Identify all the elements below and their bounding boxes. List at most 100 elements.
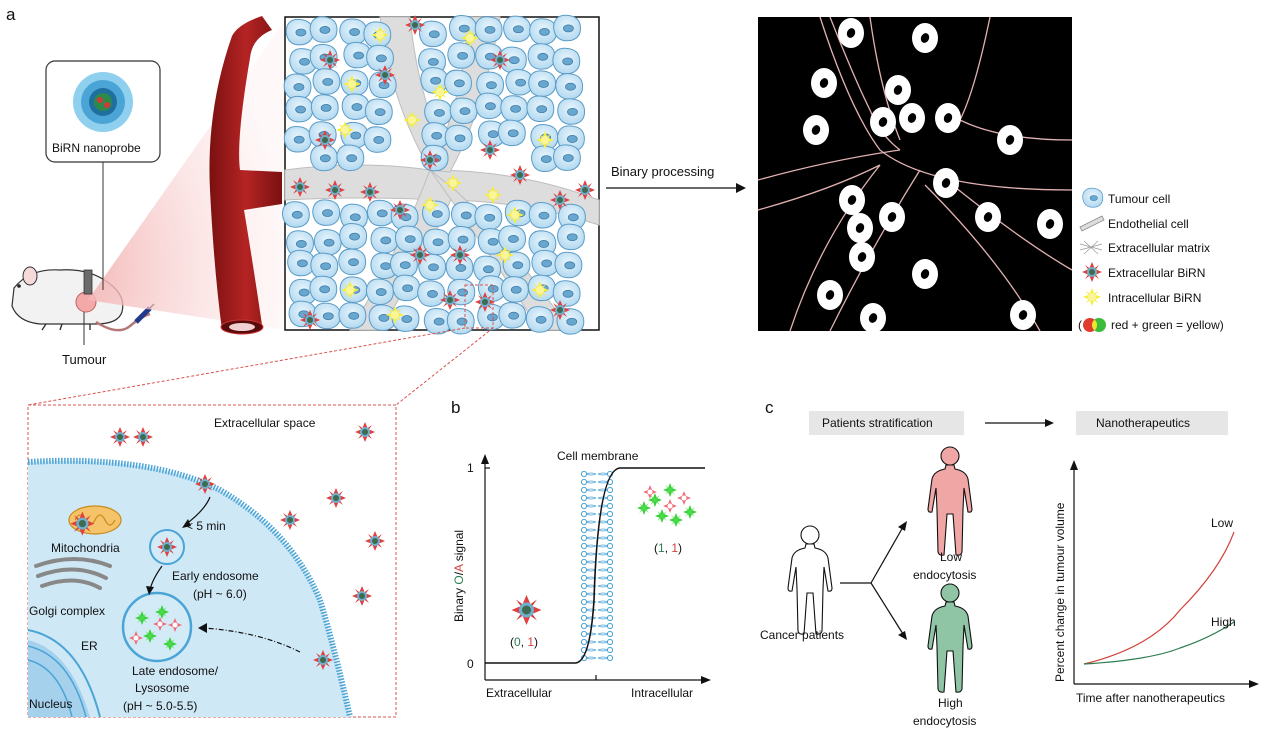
lipid-head — [580, 622, 588, 630]
binary-cell — [803, 115, 829, 145]
extracellular-birn-icon — [1082, 262, 1102, 282]
lipid-head — [606, 542, 614, 550]
tumour-cell-icon — [1082, 187, 1104, 208]
lipid-head — [580, 478, 588, 486]
tumour-cell — [285, 18, 314, 46]
tumour-cell — [283, 73, 312, 100]
lipid-tail — [597, 552, 609, 556]
graph-ylabel: Percent change in tumour volume — [1053, 502, 1067, 682]
binary-cell — [811, 68, 837, 98]
tumour-cell — [370, 226, 399, 254]
tumour-cell — [526, 95, 555, 123]
lipid-head — [606, 518, 614, 526]
legend: Tumour cell Endothelial cell Extracellul… — [1078, 187, 1224, 332]
tumour-cell — [447, 42, 476, 69]
lipid-tail — [597, 512, 609, 516]
tumour-cell — [312, 199, 341, 226]
lipid-tail — [597, 536, 609, 540]
binary-cell — [912, 23, 938, 53]
low-endocytosis-figure — [927, 446, 973, 556]
extracellular-birn — [510, 165, 530, 185]
cancer-patients-label: Cancer patients — [760, 628, 844, 642]
lipid-head — [606, 534, 614, 542]
tumour-cell — [504, 199, 533, 227]
extracellular-birn — [480, 140, 500, 160]
matrix-icon — [1079, 240, 1103, 255]
lipid-tail — [585, 536, 597, 540]
tumour-cell — [365, 278, 394, 305]
lipid-head — [606, 630, 614, 638]
tumour-cell — [500, 276, 529, 303]
lipid-head — [606, 582, 614, 590]
extracellular-birn — [420, 150, 440, 170]
lipid-head — [580, 558, 588, 566]
extracellular-birn — [290, 177, 310, 197]
extracellular-birn — [490, 50, 510, 70]
lipid-tail — [597, 472, 609, 476]
panel-b-title: Cell membrane — [557, 449, 639, 463]
lipid-tail — [597, 560, 609, 564]
tumour-cell — [525, 306, 554, 333]
extracellular-birn — [315, 130, 335, 150]
point-extracellular: (0, 1) — [510, 635, 538, 649]
tumour-cell — [339, 18, 368, 45]
tumour-cell — [503, 15, 531, 43]
curve-low-label: Low — [1211, 516, 1233, 530]
lipid-head — [580, 590, 588, 598]
tumour-cell — [447, 225, 476, 253]
extracellular-birn — [390, 200, 410, 220]
binary-image — [757, 16, 1073, 333]
tumour-cell — [444, 124, 473, 152]
lipid-tail — [585, 496, 597, 500]
tumour-cell — [556, 223, 585, 251]
lipid-tail — [585, 592, 597, 596]
tumour-cell — [553, 14, 582, 42]
lipid-head — [606, 654, 614, 662]
tumour-cell — [338, 302, 367, 329]
late-endosome-icon — [121, 591, 193, 663]
tumour-cell — [554, 251, 583, 279]
stratification-branch — [840, 526, 904, 635]
tumour-cell — [446, 307, 475, 335]
tumour-cell — [557, 98, 586, 125]
lipid-tail — [585, 600, 597, 604]
lipid-tail — [597, 504, 609, 508]
lipid-head — [580, 614, 588, 622]
lipid-head — [606, 550, 614, 558]
tumour-cell — [424, 99, 453, 126]
tumour-cell — [422, 228, 451, 256]
lipid-tail — [585, 528, 597, 532]
extracellular-birn — [550, 190, 570, 210]
zoomed-cell-panel — [27, 404, 397, 718]
binary-cell — [933, 168, 959, 198]
tumour-cell — [394, 225, 423, 253]
lipid-head — [580, 606, 588, 614]
er-label: ER — [81, 639, 98, 653]
tumour-cell — [309, 16, 338, 43]
lipid-head — [606, 510, 614, 518]
curve-low — [1083, 531, 1235, 665]
tumour-cell — [497, 119, 526, 147]
mitochondria-label: Mitochondria — [51, 541, 120, 555]
binary-cell — [879, 202, 905, 232]
lipid-head — [606, 486, 614, 494]
tumour-cell — [392, 274, 421, 302]
lipid-head — [580, 630, 588, 638]
tumour-cell — [450, 201, 479, 229]
tumour-cell — [366, 44, 394, 72]
tumour-cell — [283, 126, 312, 153]
tumour-cell — [312, 68, 341, 95]
binary-cell — [838, 18, 864, 48]
lipid-tail — [597, 544, 609, 548]
legend-extracellular-birn: Extracellular BiRN — [1108, 266, 1205, 280]
intracellular-birn-cluster — [637, 483, 697, 527]
lipid-head — [606, 526, 614, 534]
lipid-head — [580, 534, 588, 542]
lipid-tail — [597, 488, 609, 492]
extracellular-birn — [410, 245, 430, 265]
endothelial-cell-icon — [1079, 215, 1105, 232]
low-label-1: Low — [940, 550, 962, 564]
extracellular-birn — [575, 180, 595, 200]
time-label: < 5 min — [186, 519, 226, 533]
ytick-1: 1 — [467, 461, 474, 475]
